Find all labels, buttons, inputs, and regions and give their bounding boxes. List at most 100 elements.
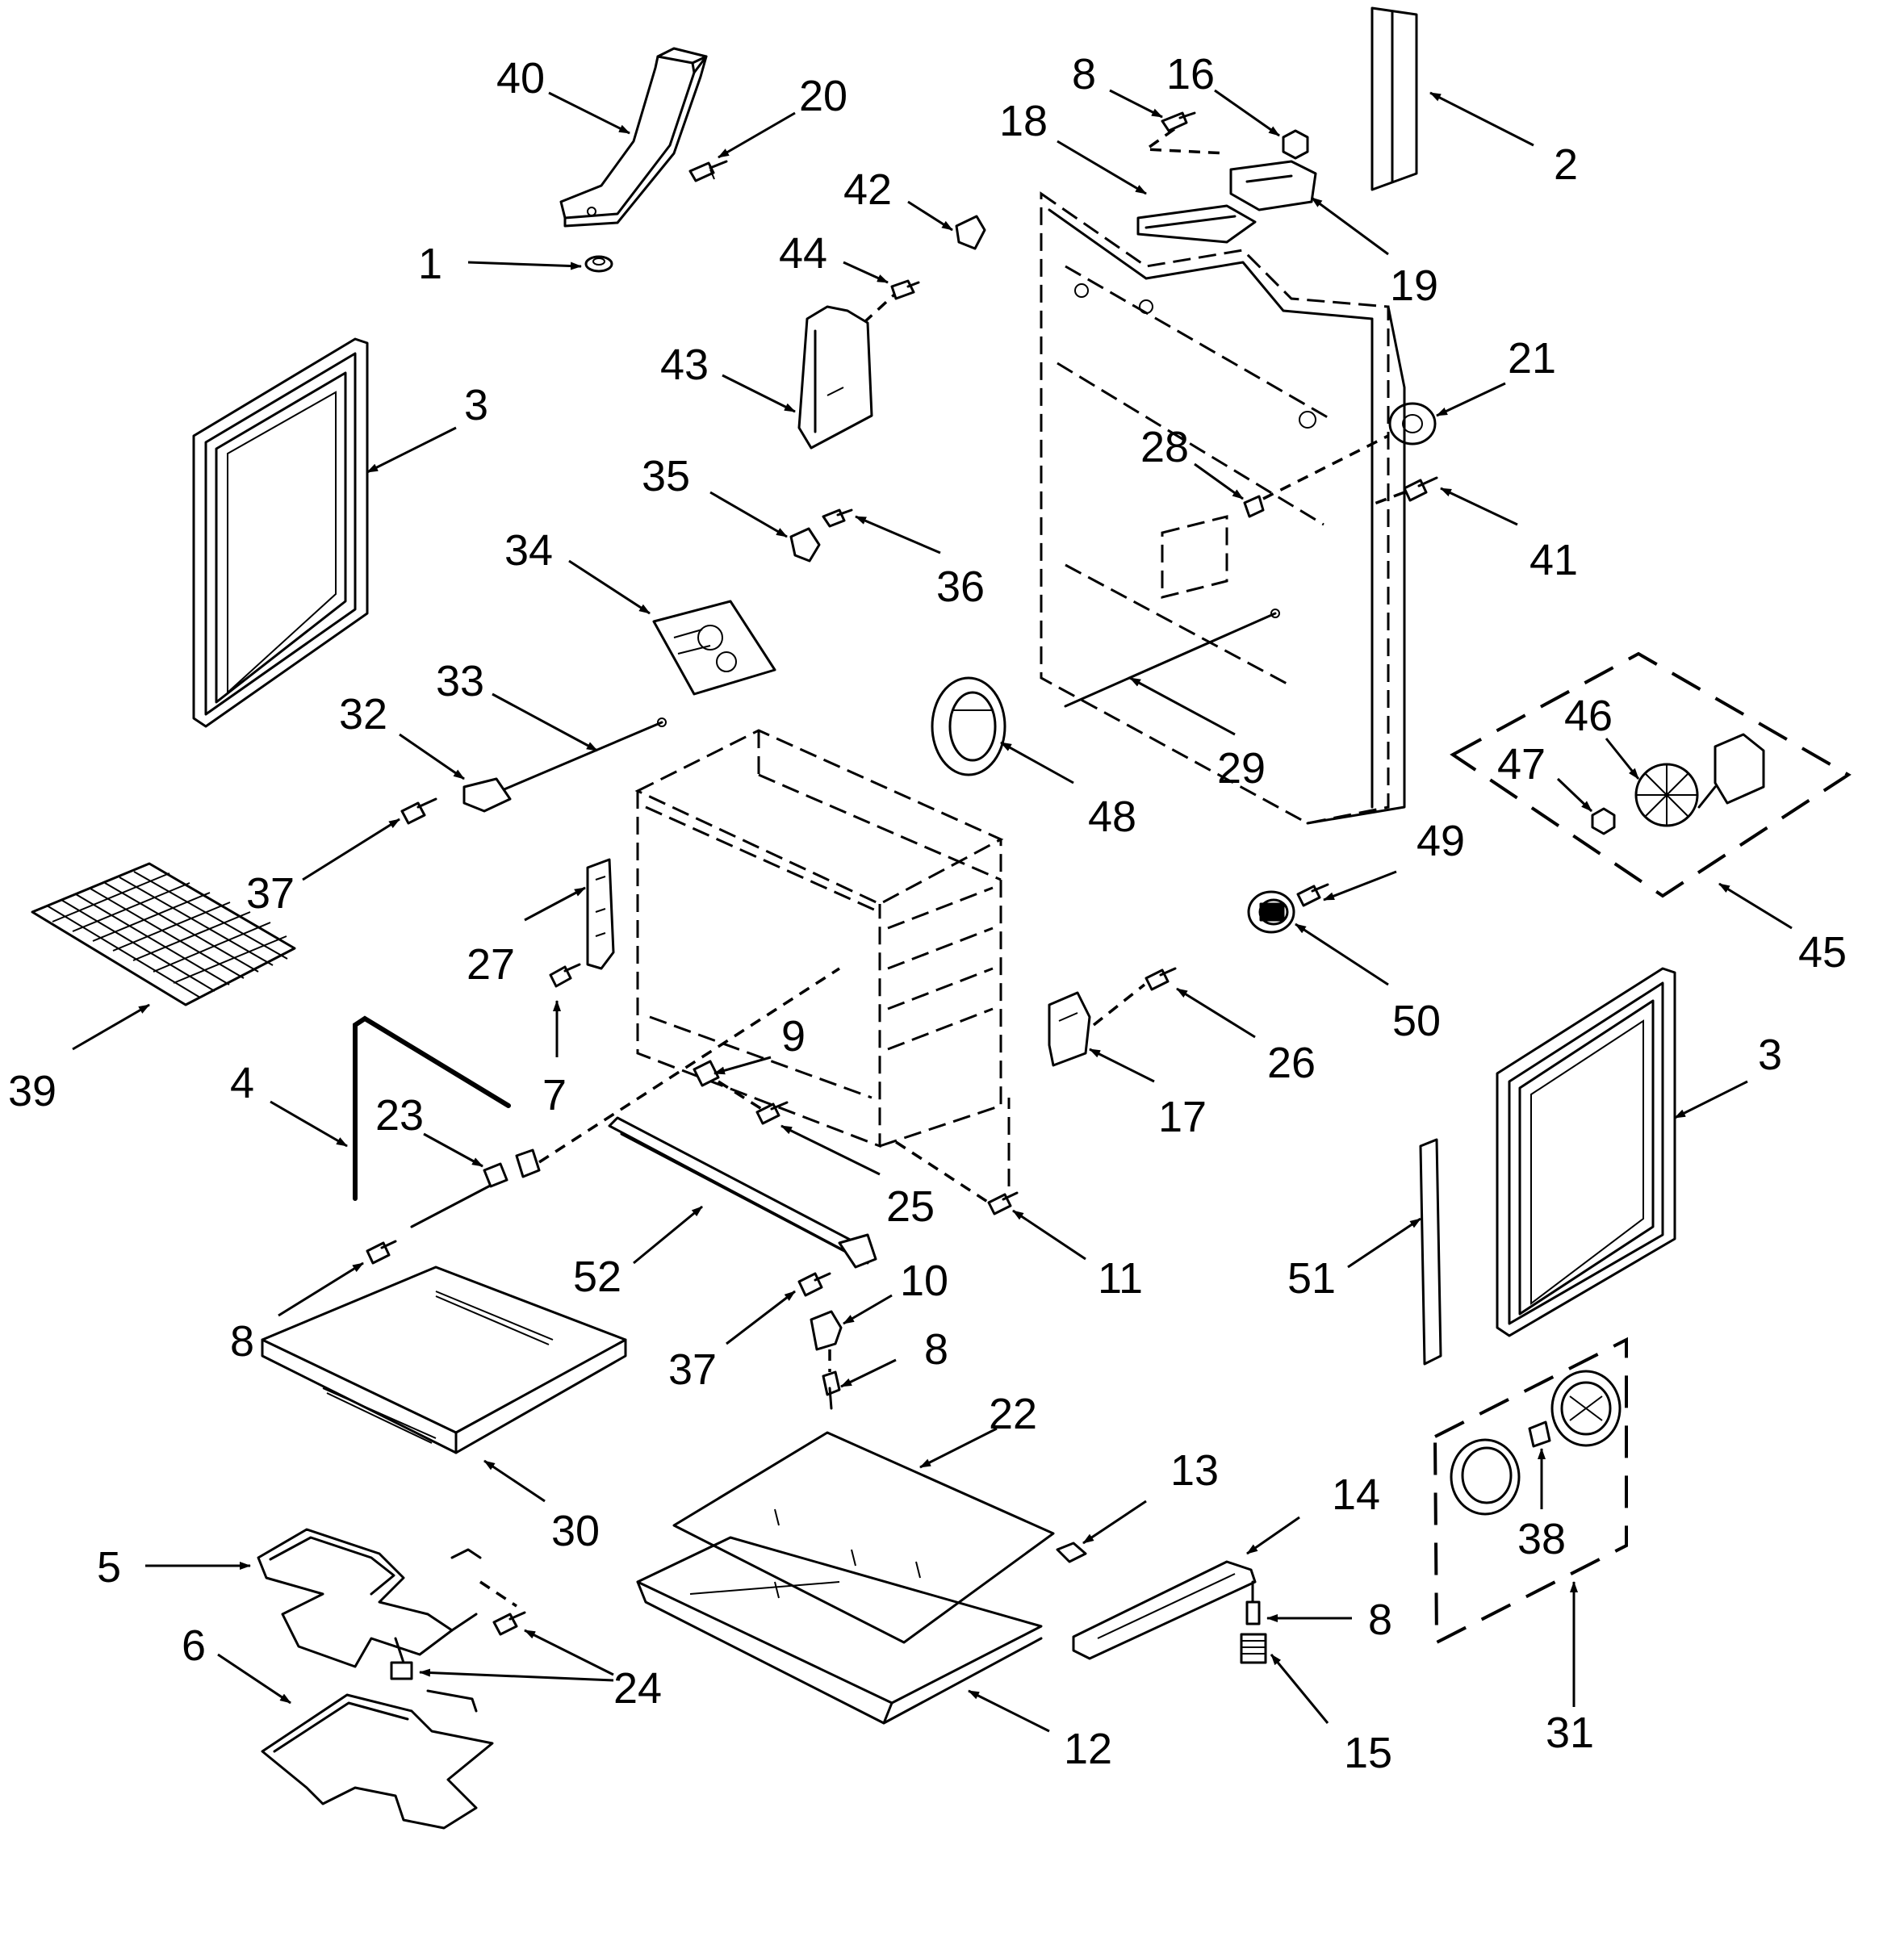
part-3-left-panel-frame [192,337,369,728]
part-3-right-panel-frame [1496,967,1676,1337]
part-51-trim-strip [1419,1138,1442,1366]
leader-48 [1000,741,1074,784]
part-14-rail-bracket [1072,1560,1257,1660]
leader-46 [1605,738,1640,780]
leader-6 [217,1653,291,1705]
part-8-screw-top [1161,111,1196,132]
leader-43 [722,374,796,413]
part-45-fan-group-box [1450,651,1852,898]
leader-14 [1246,1516,1300,1555]
part-37-screw-upper [400,797,437,825]
leader-44 [843,261,889,284]
callout-38: 38 [1517,1515,1566,1563]
part-24-screw-down [390,1637,413,1680]
leader-22 [919,1427,998,1469]
leader-3a [366,426,457,474]
callout-5: 5 [97,1543,121,1592]
callout-49: 49 [1416,817,1465,865]
part-back-panel [1040,191,1406,825]
leader-34 [568,559,651,615]
leader-8b [278,1261,364,1317]
part-12-bottom-tray [636,1536,1043,1725]
callout-46: 46 [1564,692,1613,740]
leader-32 [399,733,465,780]
leader-37a [302,818,400,881]
part-45-fan-motor [1697,733,1765,809]
leader-49 [1323,870,1397,902]
part-38-shaft [1528,1420,1551,1448]
callout-12: 12 [1064,1725,1112,1773]
part-34-control-board [652,600,776,696]
callout-41: 41 [1529,536,1578,584]
part-15-leveling-leg [1240,1633,1267,1664]
callout-20: 20 [799,72,847,120]
part-29-probe-rod [1064,612,1277,708]
leader-8c [840,1358,897,1388]
callout-51: 51 [1287,1254,1336,1303]
callout-32: 32 [339,690,387,738]
leader-47 [1556,777,1593,813]
leader-26 [1176,987,1256,1039]
callouts: 40 20 1 8 16 18 2 19 42 44 43 3 21 28 35… [8,50,1847,1777]
callout-9: 9 [781,1012,806,1061]
leader-41 [1440,487,1518,526]
callout-8: 8 [1368,1596,1392,1644]
callout-52: 52 [573,1253,621,1301]
assembly-line-41 [1371,491,1405,506]
leader-37b [726,1290,796,1345]
part-24-screw-right [492,1611,526,1636]
part-26-screw [1144,967,1177,991]
part-47-nut [1591,807,1616,835]
callout-1: 1 [418,240,442,288]
leader-13 [1082,1500,1147,1545]
leader-51 [1347,1217,1421,1269]
leader-40 [548,91,630,135]
assembly-line-9-25 [718,1080,764,1111]
callout-15: 15 [1344,1729,1392,1777]
leader-21 [1436,382,1506,417]
leader-18 [1057,140,1147,195]
part-30-broiler-tray [261,1266,627,1454]
callout-48: 48 [1088,793,1136,841]
callout-8: 8 [230,1317,254,1366]
leader-25 [780,1124,881,1176]
leader-42 [907,200,953,232]
callout-50: 50 [1392,997,1441,1045]
part-50-light-lens [1247,890,1295,934]
part-25-screw [755,1101,789,1125]
callout-45: 45 [1798,928,1847,977]
part-10-switch [810,1310,843,1351]
part-46-fan-blade [1634,763,1699,827]
callout-43: 43 [660,341,709,389]
leader-16 [1214,89,1280,137]
callout-11: 11 [1098,1254,1143,1303]
leader-8a [1109,89,1163,119]
callout-24: 24 [613,1664,662,1713]
assembly-line-8-18 [1141,128,1228,155]
leader-33 [492,692,598,752]
callout-13: 13 [1170,1446,1219,1495]
leader-39 [72,1003,150,1051]
callout-2: 2 [1554,140,1578,189]
leader-15 [1270,1654,1329,1724]
leader-17 [1089,1048,1155,1083]
callout-31: 31 [1546,1709,1594,1757]
leader-3b [1674,1080,1748,1119]
part-21-washer [1388,402,1437,446]
leader-12 [968,1689,1050,1733]
leader-9 [713,1056,772,1075]
callout-40: 40 [496,54,545,102]
assembly-line-43-44 [862,293,896,324]
part-27-bracket [586,858,615,970]
leader-10 [843,1294,893,1325]
callout-3: 3 [464,381,488,429]
callout-37: 37 [246,869,295,918]
part-5-bake-element [257,1528,482,1668]
leader-45 [1718,882,1793,930]
part-42-clip [955,215,986,250]
callout-33: 33 [436,657,484,705]
callout-27: 27 [467,940,515,989]
leaders [72,89,1793,1733]
part-4-wire [353,1015,511,1201]
